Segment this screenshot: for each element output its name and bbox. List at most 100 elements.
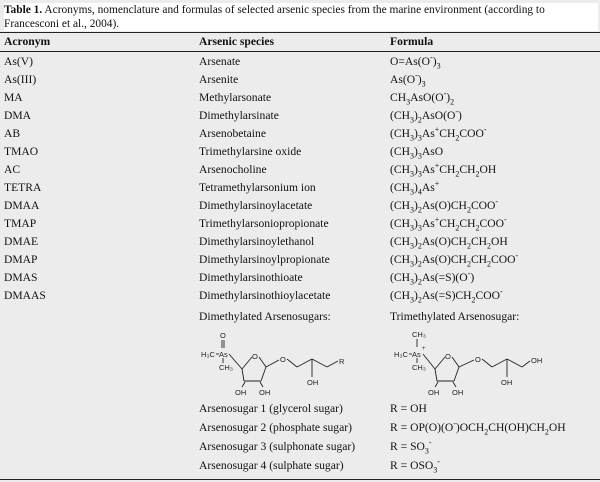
positive-charge-label: + — [422, 346, 426, 352]
species-cell: Arsenosugar 1 (glycerol sugar) — [199, 402, 343, 415]
methyl-left-label: H₃C — [394, 350, 408, 359]
arsenosugar-row: Arsenosugar 2 (phosphate sugar) R = OP(O)… — [0, 419, 600, 437]
formula-cell: CH3AsO(O-)2 — [390, 89, 455, 107]
formula-cell: (CH3)2As(O)CH2CH2OH — [390, 235, 508, 251]
table-row: As(III) Arsenite As(O-)3 — [0, 71, 600, 89]
ether-oxygen-label: O — [475, 355, 481, 364]
table-caption: Table 1. Acronyms, nomenclature and form… — [4, 3, 598, 31]
species-cell: Trimethylarsoniopropionate — [199, 217, 329, 230]
terminal-hydroxyl-label: OH — [531, 356, 542, 365]
methyl-top-label: CH₃ — [412, 330, 426, 339]
hydroxyl-label-1: OH — [235, 388, 246, 397]
hydroxyl-label-3: OH — [501, 378, 512, 387]
arsenic-label: As — [412, 350, 421, 359]
methyl-bottom-label: CH₃ — [412, 363, 426, 372]
acronym-cell: TMAP — [4, 217, 37, 230]
species-cell: Dimethylarsinoylpropionate — [199, 253, 330, 266]
bottom-rule — [0, 479, 600, 480]
top-rule — [0, 32, 600, 33]
arsenyl-oxygen-label: O — [220, 331, 226, 340]
acronym-cell: AC — [4, 163, 21, 176]
species-cell: Dimethylarsinothioylacetate — [199, 289, 331, 302]
ether-oxygen-label: O — [280, 355, 286, 364]
arsenic-label: As — [219, 350, 228, 359]
acronym-cell: As(III) — [4, 73, 37, 86]
table-row: DMAA Dimethylarsinoylacetate (CH3)2As(O)CH… — [0, 197, 600, 215]
species-cell: Dimethylarsinate — [199, 109, 279, 122]
acronym-cell: DMAA — [4, 199, 40, 212]
sugars-header-row: Dimethylated Arsenosugars: Trimethylated… — [0, 308, 600, 326]
acronym-cell: DMAS — [4, 271, 38, 284]
species-cell: Methylarsonate — [199, 91, 272, 104]
table-row: As(V) Arsenate O=As(O-)3 — [0, 53, 600, 71]
dimethylated-arsenosugar-structure: O As H₃C CH₃ O O R OH OH OH — [201, 331, 345, 397]
formula-cell: (CH3)2AsO(O-) — [390, 107, 462, 125]
hydroxyl-label-3: OH — [307, 378, 318, 387]
table-row: DMAP Dimethylarsinoylpropionate (CH3)2As(O… — [0, 251, 600, 269]
table-row: TMAP Trimethylarsoniopropionate (CH3)3As+C… — [0, 215, 600, 233]
formula-cell: (CH3)3As+CH2COO- — [390, 125, 487, 143]
ring-oxygen-label: O — [252, 352, 258, 361]
arsenosugar-row: Arsenosugar 3 (sulphonate sugar) R = SO3- — [0, 438, 600, 456]
species-cell: Dimethylarsinoylethanol — [199, 235, 315, 248]
ring-oxygen-label: O — [445, 352, 451, 361]
acronym-cell: TMAO — [4, 145, 39, 158]
table-row: AB Arsenobetaine (CH3)3As+CH2COO- — [0, 125, 600, 143]
species-cell: Tetramethylarsonium ion — [199, 181, 316, 194]
header-row: Acronym Arsenic species Formula — [0, 33, 600, 51]
header-acronym: Acronym — [4, 35, 51, 48]
acronym-cell: As(V) — [4, 55, 33, 68]
dimethylated-heading: Dimethylated Arsenosugars: — [199, 310, 331, 323]
hydroxyl-label-2: OH — [259, 388, 270, 397]
formula-cell: (CH3)3As+CH2CH2COO- — [390, 215, 507, 233]
species-cell: Arsenosugar 2 (phosphate sugar) — [199, 421, 352, 434]
acronym-cell: DMAAS — [4, 289, 46, 302]
formula-cell: (CH3)2As(O)CH2COO- — [390, 197, 499, 215]
table-row: MA Methylarsonate CH3AsO(O-)2 — [0, 89, 600, 107]
acronym-cell: AB — [4, 127, 21, 140]
hydroxyl-label-2: OH — [452, 388, 463, 397]
species-cell: Arsenosugar 3 (sulphonate sugar) — [199, 440, 356, 453]
species-cell: Arsenobetaine — [199, 127, 266, 140]
r-group-label: R — [339, 357, 345, 366]
formula-cell: (CH3)3AsO — [390, 145, 444, 161]
species-cell: Arsenocholine — [199, 163, 267, 176]
trimethylated-arsenosugar-structure: CH₃ As + H₃C CH₃ O O OH OH OH OH — [394, 330, 542, 397]
acronym-cell: DMAP — [4, 253, 38, 266]
formula-cell: R = OH — [390, 402, 427, 415]
caption-label: Table 1. — [4, 4, 43, 16]
acronym-cell: MA — [4, 91, 23, 104]
caption-text: Acronyms, nomenclature and formulas of s… — [4, 4, 545, 30]
trimethylated-heading: Trimethylated Arsenosugar: — [390, 310, 520, 323]
formula-cell: (CH3)4As+ — [390, 179, 440, 197]
formula-cell: O=As(O-)3 — [390, 53, 441, 71]
methyl-bottom-label: CH₃ — [219, 363, 233, 372]
header-rule — [0, 51, 600, 52]
acronym-cell: TETRA — [4, 181, 42, 194]
formula-cell: (CH3)2As(O)CH2CH2COO- — [390, 251, 519, 269]
species-cell: Arsenosugar 4 (sulphate sugar) — [199, 459, 344, 472]
acronym-cell: DMA — [4, 109, 32, 122]
formula-cell: (CH3)2As(=S)CH2COO- — [390, 287, 503, 305]
species-cell: Trimethylarsine oxide — [199, 145, 302, 158]
header-species: Arsenic species — [199, 35, 275, 48]
arsenosugar-row: Arsenosugar 1 (glycerol sugar) R = OH — [0, 400, 600, 418]
hydroxyl-label-1: OH — [428, 388, 439, 397]
species-cell: Dimethylarsinoylacetate — [199, 199, 313, 212]
table-row: DMAE Dimethylarsinoylethanol (CH3)2As(O)CH… — [0, 233, 600, 251]
formula-cell: R = OP(O)(O-)OCH2CH(OH)CH2OH — [390, 419, 566, 437]
species-cell: Arsenate — [199, 55, 241, 68]
table-row: DMAAS Dimethylarsinothioylacetate (CH3)2As… — [0, 287, 600, 305]
acronym-cell: DMAE — [4, 235, 39, 248]
formula-cell: R = OSO3- — [390, 457, 440, 475]
formula-cell: R = SO3- — [390, 438, 432, 456]
formula-cell: As(O-)3 — [390, 71, 426, 89]
formula-cell: (CH3)2As(=S)(O-) — [390, 269, 475, 287]
table-row: TMAO Trimethylarsine oxide (CH3)3AsO — [0, 143, 600, 161]
header-formula: Formula — [390, 35, 434, 48]
methyl-left-label: H₃C — [201, 350, 215, 359]
species-cell: Arsenite — [199, 73, 239, 86]
